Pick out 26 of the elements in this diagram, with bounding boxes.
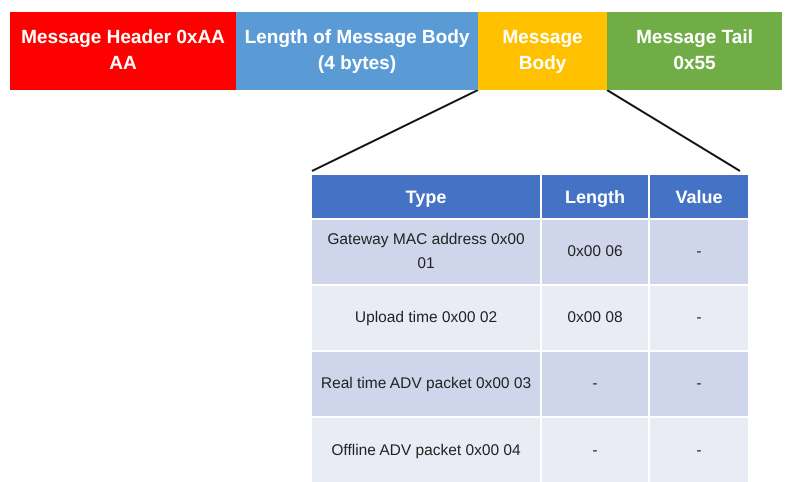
message-field <box>478 12 607 90</box>
data-cell: Offline ADV packet 0x00 04 <box>312 418 540 482</box>
field-label: Message Body <box>501 26 584 76</box>
field-label: Message Header 0xAA AA <box>20 26 226 76</box>
header-cell: Value <box>650 175 748 218</box>
connector-line <box>606 89 741 172</box>
data-cell: - <box>542 352 648 416</box>
message-field <box>10 12 236 90</box>
data-cell: Gateway MAC address 0x00 01 <box>312 220 540 284</box>
data-cell: - <box>542 418 648 482</box>
message-field <box>607 12 782 90</box>
data-cell: - <box>650 418 748 482</box>
data-cell: - <box>650 352 748 416</box>
connector-line <box>312 89 478 172</box>
data-cell: Upload time 0x00 02 <box>312 286 540 350</box>
data-table <box>312 175 748 482</box>
data-cell: 0x00 08 <box>542 286 648 350</box>
data-cell: - <box>650 286 748 350</box>
message-field <box>236 12 478 90</box>
header-cell: Type <box>312 175 540 218</box>
header-cell: Length <box>542 175 648 218</box>
data-cell: 0x00 06 <box>542 220 648 284</box>
data-cell: - <box>650 220 748 284</box>
data-cell: Real time ADV packet 0x00 03 <box>312 352 540 416</box>
field-label: Message Tail 0x55 <box>635 26 754 76</box>
field-label: Length of Message Body (4 bytes) <box>244 26 470 76</box>
